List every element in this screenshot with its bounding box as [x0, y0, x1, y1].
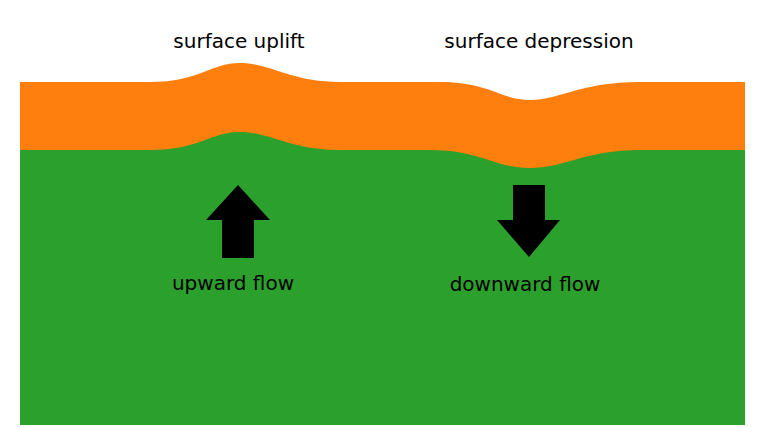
upward-arrow: [206, 185, 270, 258]
flow-label: downward flow: [450, 272, 601, 296]
mantle-layer: [20, 132, 745, 425]
surface-label: surface depression: [444, 29, 633, 53]
flow-label: upward flow: [172, 271, 294, 295]
surface-label: surface uplift: [173, 29, 304, 53]
downward-arrow: [497, 185, 560, 257]
